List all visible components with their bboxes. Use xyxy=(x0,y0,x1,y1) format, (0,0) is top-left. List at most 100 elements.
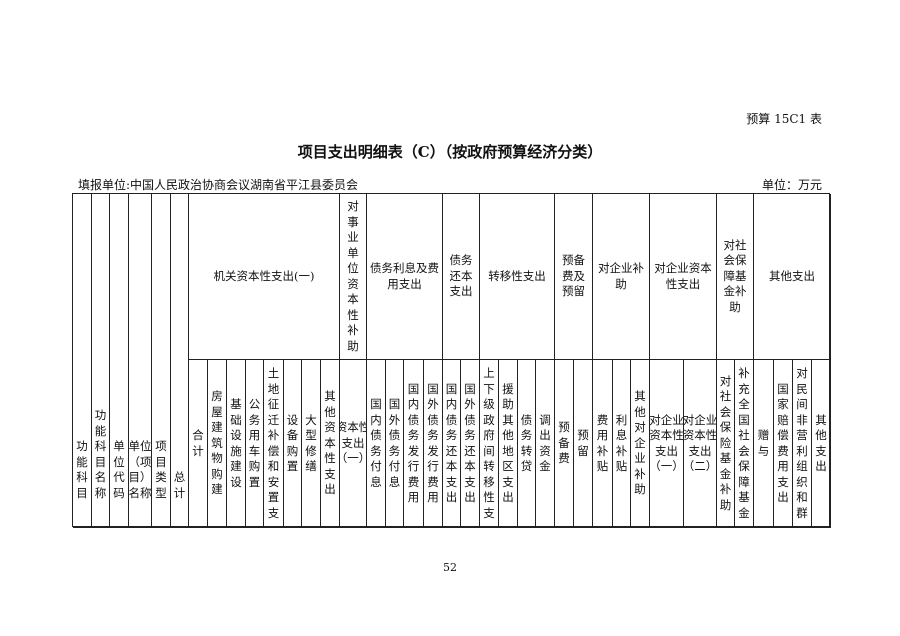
sub-column-header: 国内债务还本支出 xyxy=(443,360,461,528)
sub-column-header-label: 设备购置 xyxy=(286,412,299,474)
sub-column-header: 补充全国社会保障基金 xyxy=(735,360,754,528)
sub-column-header-label: 基础设施建设 xyxy=(230,397,242,489)
sub-column-header-label: 调出资金 xyxy=(539,412,551,474)
sub-column-header-label: 国内债务付息 xyxy=(370,397,382,489)
sub-column-header-label: 大型修缮 xyxy=(305,412,317,474)
column-group-header-label: 机关资本性支出(一) xyxy=(213,268,315,283)
sub-column-header-label: 其他支出 xyxy=(815,412,827,474)
sub-column-header: 赠与 xyxy=(754,360,774,528)
sub-column-header: 上下级政府间转移性支 xyxy=(480,360,499,528)
sub-column-header: 援助其他地区支出 xyxy=(499,360,518,528)
column-group-header: 对事业单位资本性补助 xyxy=(340,194,367,360)
sub-column-header: 国家赔偿费用支出 xyxy=(774,360,793,528)
sub-column-header: 国内债务付息 xyxy=(367,360,386,528)
column-header: 项目类型 xyxy=(152,194,171,528)
sub-column-header-label: 国内债务还本支出 xyxy=(445,381,458,505)
column-group-header-label: 对企业补助 xyxy=(598,261,644,291)
column-group-header: 机关资本性支出(一) xyxy=(189,194,340,360)
sub-column-header-label: 国外债务付息 xyxy=(388,397,401,489)
sub-column-header-label: 土地征迁补偿和安置支 xyxy=(267,366,280,520)
sub-column-header-label: 利息补贴 xyxy=(615,412,628,474)
column-group-header: 对社会保障基金补助 xyxy=(717,194,754,360)
column-header-label: 项目类型 xyxy=(155,439,167,500)
sub-column-header: 基础设施建设 xyxy=(227,360,246,528)
sub-column-header-label: 上下级政府间转移性支 xyxy=(483,366,495,520)
reporting-unit: 填报单位:中国人民政治协商会议湖南省平江县委员会 xyxy=(78,178,359,192)
column-header: 单位代码 xyxy=(110,194,129,528)
sub-column-header-label: 国内债务发行费用 xyxy=(407,381,420,505)
column-header-label: 单位代码 xyxy=(113,439,125,500)
sub-column-header-label: 费用补贴 xyxy=(596,412,609,474)
sub-column-header: 对社会保险基金补助 xyxy=(717,360,735,528)
sub-column-header: 设备购置 xyxy=(284,360,302,528)
column-group-header: 对企业补助 xyxy=(593,194,650,360)
column-group-header-label: 预备费及预留 xyxy=(562,253,585,299)
sub-column-header-label: 合计 xyxy=(192,428,204,458)
sub-column-header: 对企业资本性支出（二） xyxy=(684,360,717,528)
sub-column-header: 国外债务付息 xyxy=(386,360,404,528)
column-group-header-label: 对事业单位资本性补助 xyxy=(347,199,359,353)
page-title: 项目支出明细表（C）（按政府预算经济分类） xyxy=(297,143,603,161)
sub-column-header: 利息补贴 xyxy=(613,360,631,528)
sub-column-header-label: 公务用车购置 xyxy=(248,397,261,489)
sub-column-header: 债务转贷 xyxy=(518,360,536,528)
expenditure-table-header: 功能科目功能科目名称单位代码单位（项目）名称项目类型总计 机关资本性支出(一) 合计… xyxy=(72,193,831,528)
sub-column-header: 公务用车购置 xyxy=(246,360,264,528)
sub-column-header: 对民间非营利组织和群 xyxy=(793,360,812,528)
sub-column-header: 资本性支出（一） xyxy=(340,360,367,528)
column-group-header: 对企业资本性支出 xyxy=(650,194,717,360)
sub-column-header: 国外债务还本支出 xyxy=(461,360,480,528)
sub-column-header-label: 对民间非营利组织和群 xyxy=(796,366,808,520)
sub-column-header: 调出资金 xyxy=(536,360,555,528)
sub-column-header: 其他对企业补助 xyxy=(631,360,650,528)
sub-column-header: 其他支出 xyxy=(812,360,831,528)
sub-column-header: 国外债务发行费用 xyxy=(424,360,443,528)
sub-column-header-label: 国家赔偿费用支出 xyxy=(777,381,789,505)
sub-column-header-label: 对企业资本性支出（一） xyxy=(650,412,684,474)
sub-column-header-label: 赠与 xyxy=(757,428,770,458)
column-group-header-label: 债务还本支出 xyxy=(449,253,473,299)
column-group-header: 其他支出 xyxy=(754,194,831,360)
column-group-header: 债务还本支出 xyxy=(443,194,480,360)
column-header: 总计 xyxy=(171,194,189,528)
sub-column-header-label: 其他资本性支出 xyxy=(324,389,336,497)
sub-column-header-label: 预留 xyxy=(577,428,589,458)
column-group-header-label: 转移性支出 xyxy=(488,268,546,283)
sub-column-header-label: 房屋建筑物购建 xyxy=(211,389,223,497)
column-group-header-label: 债务利息及费用支出 xyxy=(370,261,439,291)
sub-column-header: 房屋建筑物购建 xyxy=(208,360,227,528)
form-number: 预算 15C1 表 xyxy=(746,112,822,126)
sub-column-header: 土地征迁补偿和安置支 xyxy=(264,360,284,528)
column-header: 功能科目 xyxy=(73,194,92,528)
column-header-label: 总计 xyxy=(173,470,186,500)
column-group-header: 债务利息及费用支出 xyxy=(367,194,443,360)
sub-column-header-label: 对企业资本性支出（二） xyxy=(684,412,717,474)
sub-column-header-label: 债务转贷 xyxy=(520,412,533,474)
sub-column-header: 对企业资本性支出（一） xyxy=(650,360,684,528)
sub-column-header: 预备费 xyxy=(555,360,574,528)
sub-column-header-label: 资本性支出（一） xyxy=(340,420,366,466)
sub-column-header-label: 其他对企业补助 xyxy=(634,389,646,497)
column-group-header-label: 其他支出 xyxy=(769,268,815,283)
column-group-header-label: 对企业资本性支出 xyxy=(654,261,712,291)
column-header: 单位（项目）名称 xyxy=(129,194,152,528)
sub-column-header-label: 国外债务还本支出 xyxy=(464,381,476,505)
column-header-label: 功能科目名称 xyxy=(94,408,107,500)
sub-column-header-label: 预备费 xyxy=(558,420,570,466)
column-group-header: 预备费及预留 xyxy=(555,194,593,360)
column-header-label: 功能科目 xyxy=(76,439,88,500)
sub-column-header-label: 援助其他地区支出 xyxy=(502,381,514,505)
currency-unit: 单位：万元 xyxy=(761,178,822,192)
column-group-header: 转移性支出 xyxy=(480,194,555,360)
sub-column-header: 费用补贴 xyxy=(593,360,613,528)
sub-column-header: 大型修缮 xyxy=(302,360,321,528)
sub-column-header-label: 补充全国社会保障基金 xyxy=(738,366,750,520)
column-group-header-label: 对社会保障基金补助 xyxy=(723,237,747,314)
sub-column-header: 国内债务发行费用 xyxy=(404,360,424,528)
sub-column-header-label: 对社会保险基金补助 xyxy=(719,373,732,512)
page-number: 52 xyxy=(443,561,457,574)
sub-column-header-label: 国外债务发行费用 xyxy=(427,381,439,505)
sub-column-header: 合计 xyxy=(189,360,208,528)
sub-column-header: 其他资本性支出 xyxy=(321,360,340,528)
column-header: 功能科目名称 xyxy=(92,194,110,528)
